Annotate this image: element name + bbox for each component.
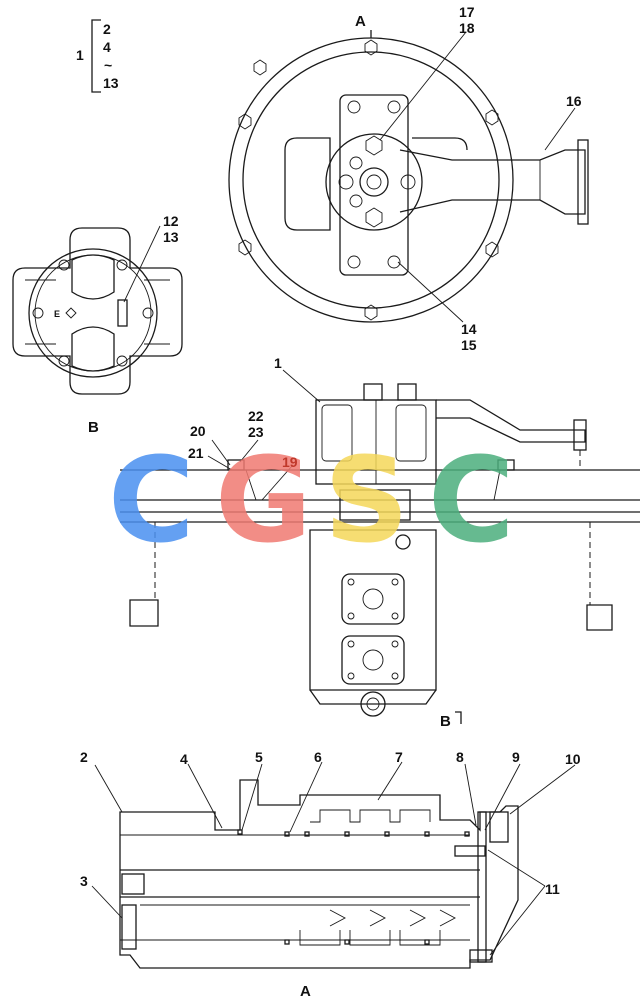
rim-bolts <box>238 39 499 321</box>
label-14: 14 <box>461 321 477 337</box>
label-11: 11 <box>545 881 560 897</box>
label-10: 10 <box>565 751 581 767</box>
label-4: 4 <box>180 751 188 767</box>
watermark: C G S C <box>108 431 515 569</box>
group-bracket: 1 2 4 ~ 13 <box>76 19 119 93</box>
gear-teeth <box>299 809 456 946</box>
seals <box>237 829 470 945</box>
label-8: 8 <box>456 749 464 765</box>
label-5: 5 <box>255 749 263 765</box>
view-b-flange <box>12 225 183 395</box>
view-b-label-arrow: B <box>440 713 451 730</box>
view-b-caption: B <box>88 419 99 436</box>
watermark-letter-4: C <box>428 431 515 569</box>
watermark-letter-1: C <box>108 431 195 569</box>
label-16: 16 <box>566 93 582 109</box>
front-assembly <box>120 369 640 717</box>
label-19: 19 <box>282 454 298 470</box>
bracket-child-1: 2 <box>103 21 111 37</box>
label-9: 9 <box>512 749 520 765</box>
label-2: 2 <box>80 749 88 765</box>
label-23: 23 <box>248 424 264 440</box>
label-20: 20 <box>190 423 206 439</box>
label-18: 18 <box>459 20 475 36</box>
label-12: 12 <box>163 213 179 229</box>
view-a-label-bottom: A <box>300 983 311 1000</box>
label-6: 6 <box>314 749 322 765</box>
watermark-letter-3: S <box>324 431 409 569</box>
label-7: 7 <box>395 749 403 765</box>
label-17: 17 <box>459 4 475 20</box>
view-a-label-top: A <box>355 13 366 30</box>
label-21: 21 <box>188 445 204 461</box>
bracket-child-4: 13 <box>103 75 119 91</box>
bracket-child-2: 4 <box>103 39 111 55</box>
watermark-letter-2: G <box>215 431 312 569</box>
label-3: 3 <box>80 873 88 889</box>
center-mark: E <box>54 309 60 319</box>
label-15: 15 <box>461 337 477 353</box>
label-22: 22 <box>248 408 264 424</box>
bracket-child-3: ~ <box>104 57 112 73</box>
bracket-parent: 1 <box>76 47 84 63</box>
label-1: 1 <box>274 355 282 371</box>
section-a <box>91 761 576 969</box>
view-a-housing <box>228 31 589 323</box>
label-13: 13 <box>163 229 179 245</box>
